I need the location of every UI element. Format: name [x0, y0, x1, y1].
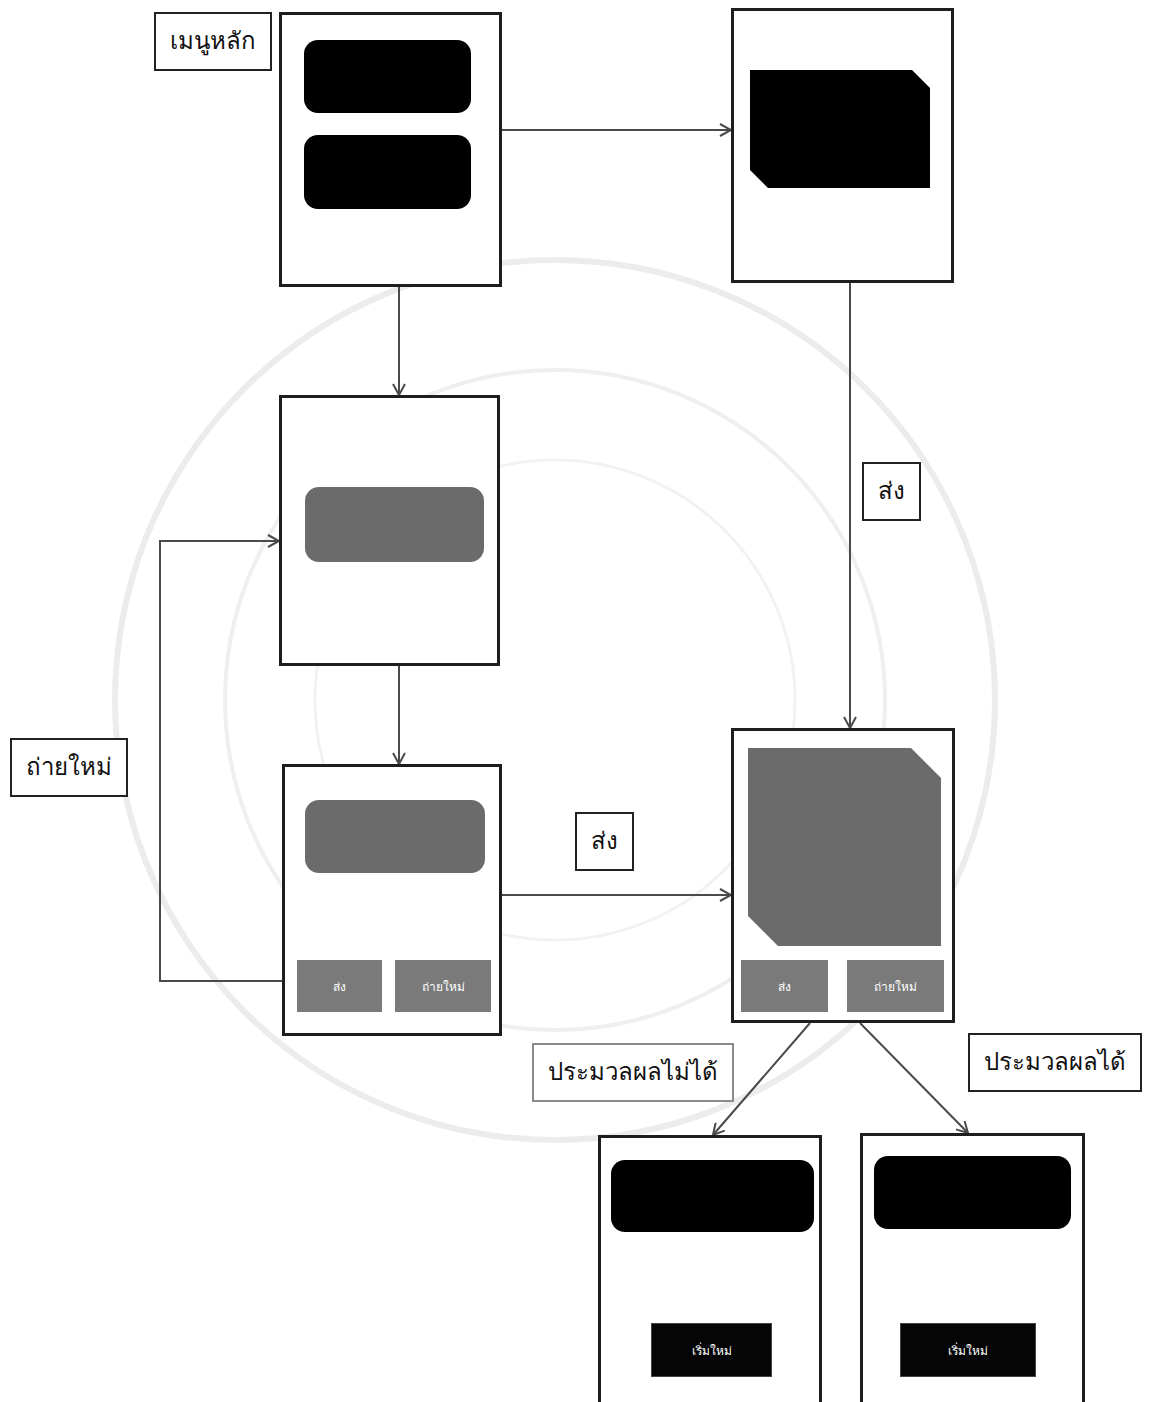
edge-label-box: ถ่ายใหม่ — [10, 738, 128, 797]
screen-placeholder — [305, 800, 485, 873]
phone-screen: เริ่มใหม่ — [860, 1133, 1085, 1402]
phone-screen — [731, 8, 954, 283]
edge-label-box: ส่ง — [862, 462, 921, 521]
edge-label: ประมวลผลได้ — [984, 1048, 1126, 1076]
flow-arrow — [160, 541, 282, 981]
edge-label: ส่ง — [878, 477, 905, 505]
screen-placeholder — [304, 40, 471, 113]
screen-placeholder — [304, 135, 471, 209]
screen-placeholder — [305, 487, 484, 562]
ui-button: ส่ง — [297, 960, 382, 1012]
edge-label: ส่ง — [591, 827, 618, 855]
flow-arrow — [398, 287, 400, 395]
flow-arrow — [502, 894, 731, 896]
ui-button: ส่ง — [741, 960, 828, 1012]
ui-button: เริ่มใหม่ — [900, 1323, 1036, 1377]
button-label: เริ่มใหม่ — [692, 1341, 732, 1360]
flow-arrow — [398, 666, 400, 764]
screen-placeholder — [750, 70, 930, 188]
edge-label-box: ประมวลผลได้ — [968, 1033, 1142, 1092]
seal-ring — [115, 260, 995, 1140]
edge-label: ประมวลผลไม่ได้ — [548, 1058, 718, 1086]
edge-label: ถ่ายใหม่ — [26, 753, 112, 781]
flow-arrow — [860, 1023, 968, 1133]
edge-label-box: ประมวลผลไม่ได้ — [532, 1043, 734, 1102]
button-label: ส่ง — [333, 977, 346, 996]
ui-button: ถ่ายใหม่ — [847, 960, 944, 1012]
screen-placeholder — [874, 1156, 1071, 1229]
flow-arrow — [502, 129, 731, 131]
screen-title: เมนูหลัก — [170, 27, 256, 55]
button-label: ส่ง — [778, 977, 791, 996]
ui-button: ถ่ายใหม่ — [395, 960, 491, 1012]
phone-screen: ส่ง ถ่ายใหม่ — [731, 728, 955, 1023]
screen-placeholder — [748, 748, 941, 946]
phone-screen: เริ่มใหม่ — [598, 1135, 822, 1402]
phone-screen: ส่ง ถ่ายใหม่ — [282, 764, 502, 1036]
phone-screen: เมนูหลัก — [279, 12, 502, 287]
screen-placeholder — [611, 1160, 814, 1232]
ui-button: เริ่มใหม่ — [651, 1323, 772, 1377]
button-label: ถ่ายใหม่ — [874, 977, 917, 996]
edge-label-box: ส่ง — [575, 812, 634, 871]
button-label: ถ่ายใหม่ — [422, 977, 465, 996]
flow-arrow — [849, 283, 851, 728]
screen-title-box: เมนูหลัก — [154, 12, 272, 71]
button-label: เริ่มใหม่ — [948, 1341, 988, 1360]
phone-screen — [279, 395, 500, 666]
